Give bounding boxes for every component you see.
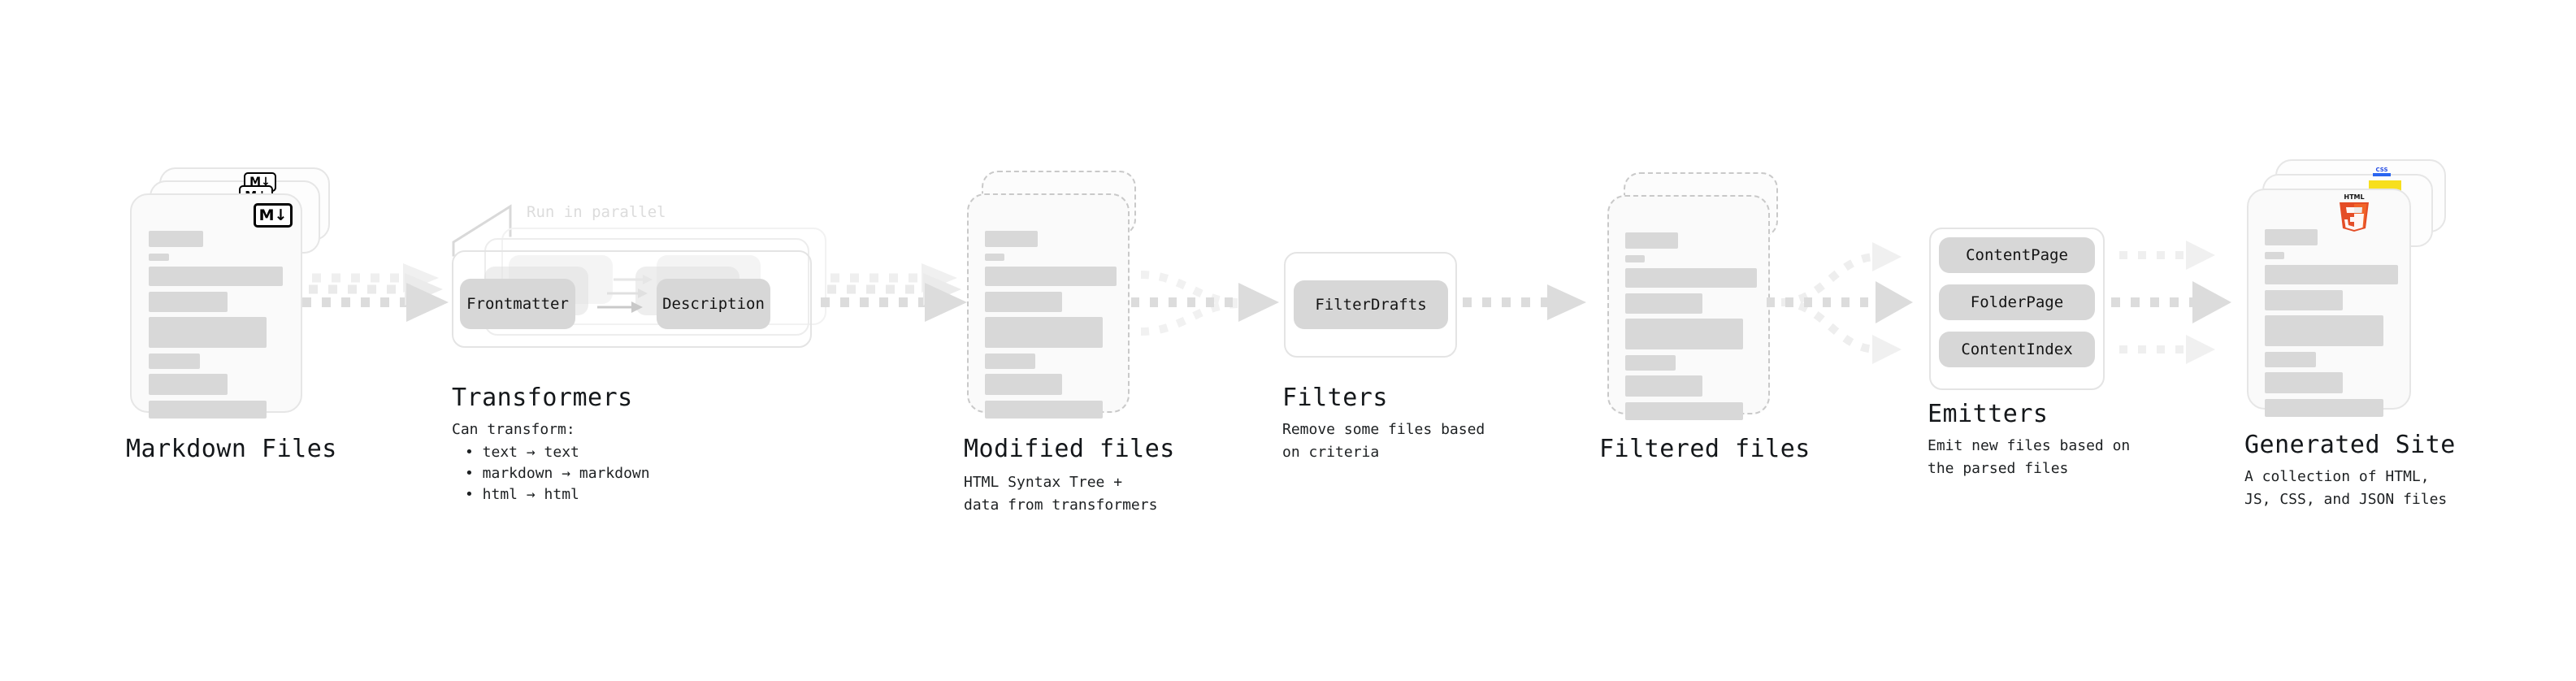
skeleton-line <box>1625 255 1645 262</box>
markdown-sheet-front <box>130 193 302 419</box>
skeleton-line <box>985 292 1062 312</box>
skeleton-line <box>149 292 228 312</box>
skeleton-line <box>2265 290 2343 310</box>
skeleton-line <box>1625 293 1702 314</box>
skeleton-line <box>985 317 1103 348</box>
stage-title-transformers: Transformers <box>452 384 633 412</box>
emitters-chip-contentpage[interactable]: ContentPage <box>1939 237 2095 273</box>
connector-modified-to-filters <box>1131 271 1279 336</box>
skeleton-line <box>1625 375 1702 397</box>
stage-subtitle-filters: Remove some files based on criteria <box>1282 421 1485 461</box>
stage-title-filtered-files: Filtered files <box>1599 435 1811 463</box>
emitters-chip-contentindex[interactable]: ContentIndex <box>1939 332 2095 367</box>
connector-emitters-to-generated-site <box>2111 241 2231 364</box>
skeleton-line <box>1625 232 1678 249</box>
skeleton-line <box>1625 355 1676 371</box>
skeleton-line <box>149 401 267 419</box>
stage-title-filters: Filters <box>1282 384 1388 412</box>
transformer-bullet-0: • text → text <box>465 444 579 461</box>
skeleton-line <box>1625 319 1743 349</box>
skeleton-line <box>985 354 1035 369</box>
html5-badge-icon: HTML <box>2340 193 2369 232</box>
skeleton-line <box>2265 352 2316 367</box>
connector-filtered-to-emitters <box>1767 242 1913 364</box>
transformer-chip-description[interactable]: Description <box>657 279 770 329</box>
skeleton-line <box>149 254 169 261</box>
skeleton-line <box>2265 265 2398 284</box>
css-badge-icon: CSS <box>2373 167 2391 176</box>
stage-subtitle-transformers: Can transform: <box>452 421 575 438</box>
transformer-chip-frontmatter[interactable]: Frontmatter <box>460 279 575 329</box>
skeleton-line <box>2265 315 2383 346</box>
skeleton-line <box>985 374 1062 395</box>
skeleton-line <box>2265 399 2383 417</box>
svg-text:CSS: CSS <box>2375 167 2387 173</box>
svg-text:HTML: HTML <box>2344 193 2364 201</box>
stage-subtitle-generated-site: A collection of HTML, JS, CSS, and JSON … <box>2244 468 2448 508</box>
site-sheet-front <box>2247 189 2411 417</box>
emitters-group-box <box>1929 228 2105 390</box>
modified-sheet-front <box>967 193 1130 419</box>
connector-markdown-to-transformers <box>302 263 449 322</box>
skeleton-line <box>985 267 1117 286</box>
transformer-group-front <box>452 250 812 348</box>
transformer-bullet-1: • markdown → markdown <box>465 465 650 482</box>
skeleton-line <box>149 354 200 369</box>
connector-transformers-to-modified <box>821 263 967 322</box>
skeleton-line <box>985 231 1038 247</box>
skeleton-line <box>985 254 1004 261</box>
skeleton-line <box>149 231 203 247</box>
skeleton-line <box>2265 252 2284 259</box>
connector-filters-to-filtered <box>1463 284 1586 320</box>
run-in-parallel-bracket <box>452 204 512 257</box>
filters-chip-filterdrafts[interactable]: FilterDrafts <box>1294 280 1448 329</box>
stage-subtitle-modified-files: HTML Syntax Tree + data from transformer… <box>964 474 1158 514</box>
skeleton-line <box>985 401 1103 419</box>
markdown-badge-icon: M↓ <box>254 203 293 228</box>
stage-title-markdown-files: Markdown Files <box>126 435 337 463</box>
transformer-inner-arrows <box>597 275 653 313</box>
stage-title-generated-site: Generated Site <box>2244 431 2456 459</box>
stage-subtitle-emitters: Emit new files based on the parsed files <box>1928 437 2131 477</box>
skeleton-line <box>1625 268 1757 288</box>
skeleton-line <box>1625 402 1743 420</box>
filters-group-box <box>1284 252 1457 358</box>
transformer-bullet-2: • html → html <box>465 486 579 503</box>
skeleton-line <box>149 374 228 395</box>
skeleton-line <box>149 317 267 348</box>
skeleton-line <box>149 267 283 286</box>
run-in-parallel-label: Run in parallel <box>527 203 666 221</box>
emitters-chip-folderpage[interactable]: FolderPage <box>1939 284 2095 320</box>
skeleton-line <box>2265 229 2318 245</box>
filtered-sheet-front <box>1607 195 1770 420</box>
skeleton-line <box>2265 372 2343 393</box>
stage-title-modified-files: Modified files <box>964 435 1175 463</box>
stage-title-emitters: Emitters <box>1928 400 2049 428</box>
